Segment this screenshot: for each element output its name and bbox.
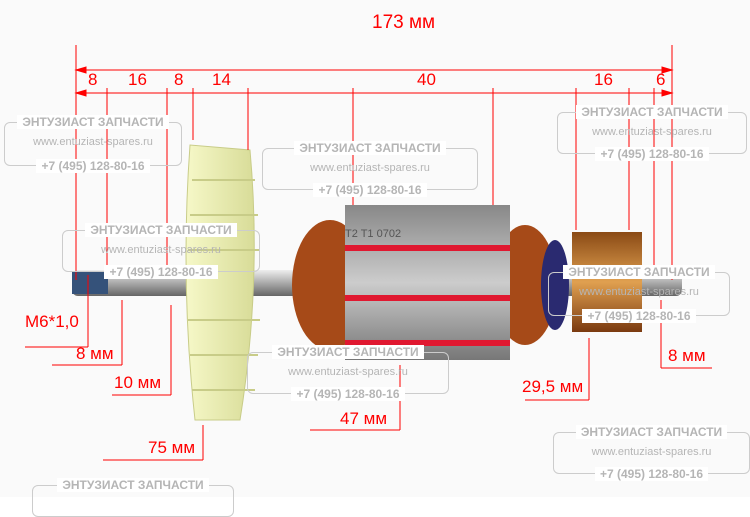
bearing-seat-label: 10 мм [114, 373, 162, 392]
watermark-title: ЭНТУЗИАСТ ЗАПЧАСТИ [294, 141, 446, 155]
watermark-url: www.entuziast-spares.ru [579, 286, 699, 298]
watermark-phone: +7 (495) 128-80-16 [36, 159, 150, 173]
segment-label: 14 [212, 70, 231, 89]
watermark-title: ЭНТУЗИАСТ ЗАПЧАСТИ [272, 345, 424, 359]
watermark-url: www.entuziast-spares.ru [288, 366, 408, 378]
core-marking: T2 T1 0702 [345, 228, 402, 240]
watermark-url: www.entuziast-spares.ru [592, 126, 712, 138]
watermark-phone: +7 (495) 128-80-16 [594, 467, 709, 481]
rotor-core [345, 205, 510, 360]
watermark: ЭНТУЗИАСТ ЗАПЧАСТИ www.entuziast-spares.r… [262, 141, 478, 197]
segment-label: 6 [656, 70, 666, 89]
watermark-url: www.entuziast-spares.ru [310, 162, 430, 174]
watermark-url: www.entuziast-spares.ru [591, 446, 712, 458]
watermark-phone: +7 (495) 128-80-16 [291, 387, 405, 401]
segment-label: 16 [594, 70, 613, 89]
commutator-diameter-label: 29,5 мм [522, 377, 584, 396]
watermark: ЭНТУЗИАСТ ЗАПЧАСТИ www.entuziast-spares.r… [4, 115, 182, 173]
watermark: ЭНТУЗИАСТ ЗАПЧАСТИ www.entuziast-spares.r… [62, 223, 260, 279]
fan-diameter-label: 75 мм [148, 438, 196, 457]
shaft-left-label: 8 мм [76, 344, 114, 363]
watermark-title: ЭНТУЗИАСТ ЗАПЧАСТИ [575, 425, 728, 439]
watermark-phone: +7 (495) 128-80-16 [582, 309, 696, 323]
segment-label: 16 [128, 70, 147, 89]
watermark: ЭНТУЗИАСТ ЗАПЧАСТИ www.entuziast-spares.r… [553, 425, 750, 481]
shaft-right-label: 8 мм [668, 346, 706, 365]
fan [185, 144, 260, 421]
armature-photo [25, 45, 712, 461]
core-diameter-label: 47 мм [340, 409, 388, 428]
watermark-title: ЭНТУЗИАСТ ЗАПЧАСТИ [563, 265, 715, 279]
total-length-label: 173 мм [372, 12, 436, 33]
dimension-lines [25, 45, 712, 461]
watermark: ЭНТУЗИАСТ ЗАПЧАСТИ [32, 478, 234, 517]
watermark-title: ЭНТУЗИАСТ ЗАПЧАСТИ [17, 115, 169, 129]
watermark-title: ЭНТУЗИАСТ ЗАПЧАСТИ [57, 478, 209, 492]
thread-label: M6*1,0 [25, 312, 79, 331]
watermark-phone: +7 (495) 128-80-16 [104, 265, 218, 279]
watermark-phone: +7 (495) 128-80-16 [595, 147, 709, 161]
watermark-phone: +7 (495) 128-80-16 [313, 183, 427, 197]
segment-label: 40 [417, 70, 436, 89]
watermark-url: www.entuziast-spares.ru [101, 244, 221, 256]
watermark: ЭНТУЗИАСТ ЗАПЧАСТИ www.entuziast-spares.r… [247, 345, 449, 401]
watermark-url: www.entuziast-spares.ru [33, 136, 153, 148]
segment-label: 8 [88, 70, 98, 89]
segment-label: 8 [174, 70, 184, 89]
watermark-title: ЭНТУЗИАСТ ЗАПЧАСТИ [576, 105, 728, 119]
watermark-title: ЭНТУЗИАСТ ЗАПЧАСТИ [85, 223, 237, 237]
watermark: ЭНТУЗИАСТ ЗАПЧАСТИ www.entuziast-spares.r… [548, 265, 730, 323]
watermark: ЭНТУЗИАСТ ЗАПЧАСТИ www.entuziast-spares.r… [557, 105, 747, 161]
